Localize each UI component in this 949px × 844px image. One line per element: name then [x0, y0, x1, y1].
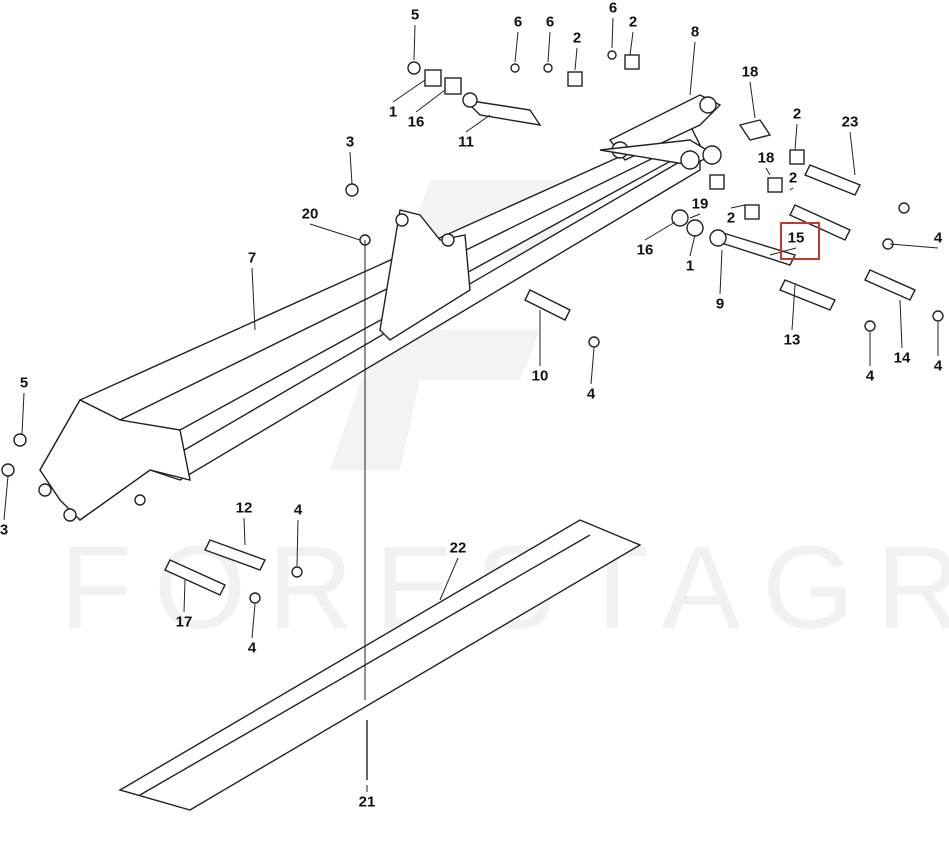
leader-line [243, 517, 246, 546]
callout-13: 13 [783, 331, 801, 349]
leader-line [296, 519, 299, 567]
callout-1: 1 [388, 103, 398, 121]
callout-16: 16 [636, 241, 654, 259]
callout-16: 16 [407, 113, 425, 131]
leader-line [349, 151, 353, 185]
callout-10: 10 [531, 367, 549, 385]
leader-line [749, 81, 756, 119]
callout-6: 6 [545, 13, 555, 31]
callout-2: 2 [572, 29, 582, 47]
leader-line [765, 167, 771, 176]
callout-15: 15 [787, 229, 805, 247]
leader-line [889, 243, 939, 249]
callout-5: 5 [19, 374, 29, 392]
callout-4: 4 [293, 501, 303, 519]
leader-line [794, 123, 798, 151]
callout-17: 17 [175, 613, 193, 631]
leader-line [689, 41, 696, 96]
leader-line [629, 31, 634, 56]
leader-line [689, 234, 696, 257]
callout-22: 22 [449, 539, 467, 557]
link-11 [462, 98, 542, 126]
callout-18: 18 [757, 149, 775, 167]
leader-line [413, 24, 416, 61]
leader-line [730, 204, 746, 209]
leader-line [3, 475, 9, 521]
callout-3: 3 [345, 133, 355, 151]
leader-line [415, 89, 446, 113]
callout-18: 18 [741, 63, 759, 81]
callout-21: 21 [358, 793, 376, 811]
callout-23: 23 [841, 113, 859, 131]
callout-20: 20 [301, 205, 319, 223]
callout-9: 9 [715, 295, 725, 313]
leader-line [439, 557, 459, 601]
callout-4: 4 [865, 367, 875, 385]
leader-line [611, 17, 614, 49]
leader-line [789, 187, 794, 191]
leader-line [689, 213, 701, 219]
leader-line [644, 221, 676, 241]
callout-2: 2 [792, 105, 802, 123]
callout-14: 14 [893, 349, 911, 367]
callout-2: 2 [788, 169, 798, 187]
callout-8: 8 [690, 23, 700, 41]
leader-line [547, 31, 551, 63]
leader-line [21, 392, 25, 435]
callout-6: 6 [513, 13, 523, 31]
leader-line [309, 223, 361, 241]
leader-line [849, 131, 856, 176]
callout-7: 7 [247, 249, 257, 267]
leader-line [514, 31, 519, 63]
callout-2: 2 [726, 209, 736, 227]
leader-line [251, 267, 256, 331]
leader-line [465, 114, 491, 133]
leader-line [183, 579, 186, 613]
callout-4: 4 [933, 357, 943, 375]
pins [1, 50, 916, 596]
callout-19: 19 [691, 195, 709, 213]
leader-line [899, 299, 903, 349]
leader-line [769, 247, 797, 256]
callout-4: 4 [933, 229, 943, 247]
leader-line [590, 347, 595, 385]
leader-line [719, 249, 723, 295]
callout-2: 2 [628, 13, 638, 31]
boom-foot [39, 399, 191, 521]
callout-5: 5 [410, 6, 420, 24]
leader-line [392, 79, 426, 103]
callout-6: 6 [608, 0, 618, 17]
callout-1: 1 [685, 257, 695, 275]
leader-line [251, 603, 256, 639]
callout-11: 11 [458, 133, 474, 151]
callout-12: 12 [235, 499, 253, 517]
callout-4: 4 [586, 385, 596, 403]
highlight-box-part-15 [780, 222, 820, 260]
leader-line [574, 47, 578, 71]
leader-line [791, 284, 796, 331]
callout-4: 4 [247, 639, 257, 657]
callout-3: 3 [0, 521, 9, 539]
skid-plate [118, 519, 642, 811]
